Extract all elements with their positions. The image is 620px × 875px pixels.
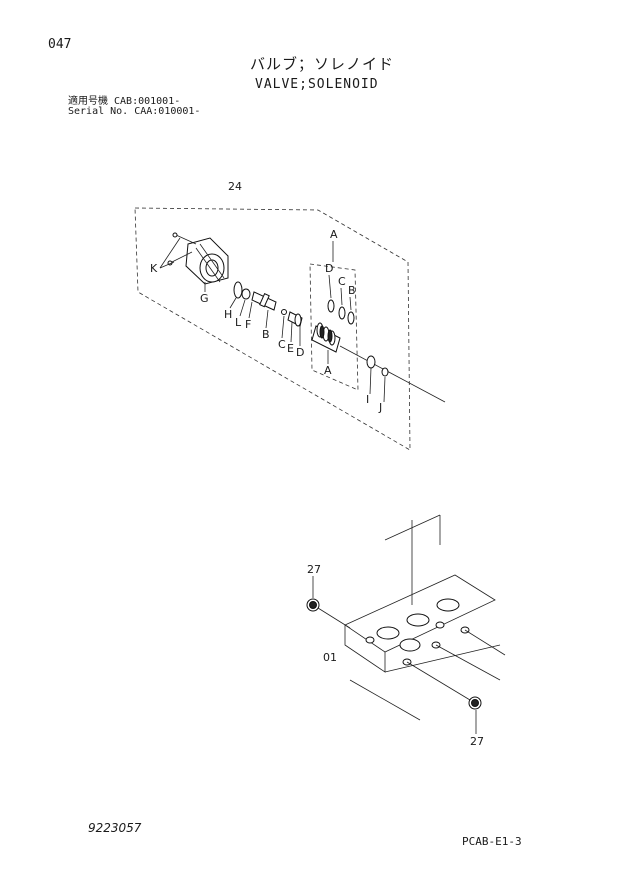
o-ring-d-top (327, 299, 335, 313)
callout-24: 24 (228, 180, 242, 193)
callout-c: C (278, 338, 286, 351)
plug-cap-27-top (306, 598, 351, 629)
ring-l (241, 288, 251, 300)
valve-block-01 (344, 514, 506, 721)
o-ring-b-top (347, 311, 355, 325)
callout-d: D (296, 346, 304, 359)
part-d (294, 313, 302, 327)
page-code: PCAB-E1-3 (462, 835, 522, 848)
callout-i: I (366, 393, 369, 406)
callout-c-top: C (338, 275, 346, 288)
center-axis (339, 345, 446, 403)
callout-f: F (245, 318, 251, 331)
part-j (381, 367, 389, 377)
callout-b: B (262, 328, 270, 341)
callout-g: G (200, 292, 209, 305)
callout-l: L (235, 316, 242, 329)
spool-b (251, 291, 277, 311)
callout-e: E (287, 342, 294, 355)
part-i (366, 355, 376, 369)
page-number: 047 (48, 37, 72, 52)
cartridge-a (311, 322, 341, 353)
assembly-24-outline (134, 207, 411, 451)
title-english: VALVE;SOLENOID (255, 77, 379, 92)
callout-h: H (224, 308, 232, 321)
callout-b-top: B (348, 284, 356, 297)
callout-k: K (150, 262, 158, 275)
callout-d-top: D (325, 262, 333, 275)
callout-27-bottom: 27 (470, 735, 484, 748)
callout-27-top: 27 (307, 563, 321, 576)
o-ring-h (233, 281, 243, 299)
part-c (281, 309, 287, 315)
plug-cap-27-bottom (468, 696, 482, 710)
o-ring-c-top (338, 306, 346, 320)
callout-a-top: A (330, 228, 338, 241)
solenoid-coil-g (185, 237, 229, 285)
serial-line-2: Serial No. CAA:010001- (68, 106, 201, 117)
title-japanese: バルブ；ソレノイド (250, 55, 395, 73)
callout-j: J (378, 401, 382, 414)
callout-a-bottom: A (324, 364, 332, 377)
serial-line-1: 適用号機 CAB:001001- (68, 96, 181, 107)
callout-01: 01 (323, 651, 337, 664)
figure-code: 9223057 (88, 821, 142, 835)
